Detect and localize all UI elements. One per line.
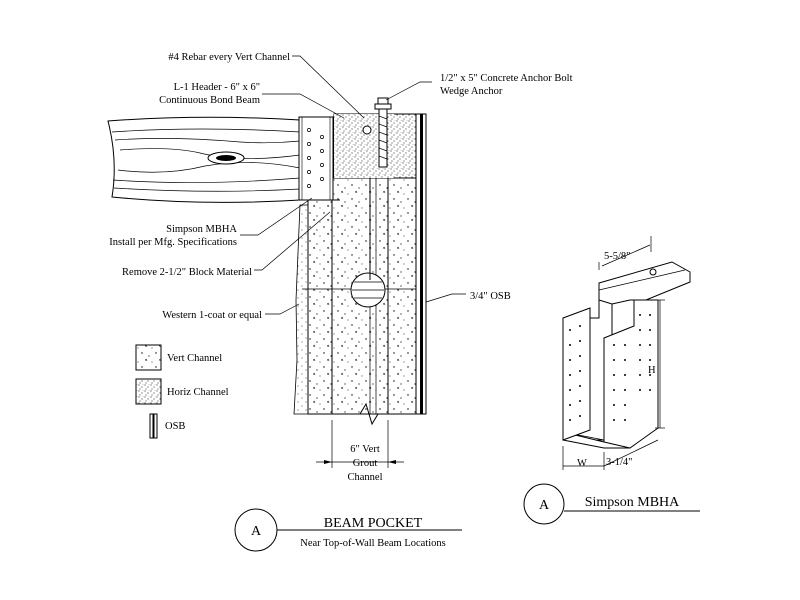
callout-header-line2: Continuous Bond Beam bbox=[159, 95, 260, 106]
simpson-hanger-section bbox=[298, 116, 340, 201]
callout-anchor-line1: 1/2" x 5" Concrete Anchor Bolt bbox=[440, 73, 573, 84]
detail-marker-main: A bbox=[251, 524, 262, 539]
callout-stucco: Western 1-coat or equal bbox=[162, 310, 262, 321]
detail-title-main: A BEAM POCKET Near Top-of-Wall Beam Loca… bbox=[234, 508, 462, 552]
legend: Vert Channel Horiz Channel OSB bbox=[135, 344, 229, 439]
grout-channel-dimension: 6" Vert Grout Channel bbox=[316, 420, 404, 483]
legend-label-osb: OSB bbox=[165, 421, 185, 432]
detail-title: BEAM POCKET bbox=[324, 516, 423, 531]
wood-beam bbox=[107, 116, 301, 203]
callout-rebar: #4 Rebar every Vert Channel bbox=[168, 52, 290, 63]
dim-hanger-w: W bbox=[577, 458, 587, 469]
legend-swatch-vert-channel bbox=[135, 344, 162, 371]
callout-anchor-line2: Wedge Anchor bbox=[440, 86, 503, 97]
callout-osb-thickness: 3/4" OSB bbox=[470, 291, 511, 302]
callout-simpson-line1: Simpson MBHA bbox=[166, 224, 237, 235]
dim-grout-line2: Grout bbox=[353, 458, 378, 469]
leader-lines bbox=[240, 55, 466, 315]
anchor-bolt bbox=[374, 97, 392, 168]
callout-header-line1: L-1 Header - 6" x 6" bbox=[174, 82, 260, 93]
simpson-mbha-hanger: 5-5/8" H W 3-1/4" bbox=[562, 236, 691, 470]
legend-label-horiz-channel: Horiz Channel bbox=[167, 387, 229, 398]
detail-hanger-title: Simpson MBHA bbox=[585, 495, 680, 510]
callout-remove-block: Remove 2-1/2" Block Material bbox=[122, 267, 252, 278]
dim-grout-line3: Channel bbox=[348, 472, 383, 483]
detail-subtitle: Near Top-of-Wall Beam Locations bbox=[300, 538, 445, 549]
bond-beam-rebar bbox=[362, 125, 372, 135]
legend-label-vert-channel: Vert Channel bbox=[167, 353, 222, 364]
detail-title-hanger: A Simpson MBHA bbox=[523, 483, 700, 525]
dim-hanger-width-top: 5-5/8" bbox=[604, 251, 630, 262]
dim-hanger-height: H bbox=[648, 365, 656, 376]
detail-marker-circle-hanger bbox=[523, 483, 565, 525]
detail-marker-hanger: A bbox=[539, 498, 550, 513]
dim-hanger-width-bottom: 3-1/4" bbox=[606, 457, 632, 468]
legend-swatch-horiz-channel bbox=[135, 378, 162, 405]
dim-grout-line1: 6" Vert bbox=[350, 444, 380, 455]
callout-simpson-line2: Install per Mfg. Specifications bbox=[109, 237, 237, 248]
